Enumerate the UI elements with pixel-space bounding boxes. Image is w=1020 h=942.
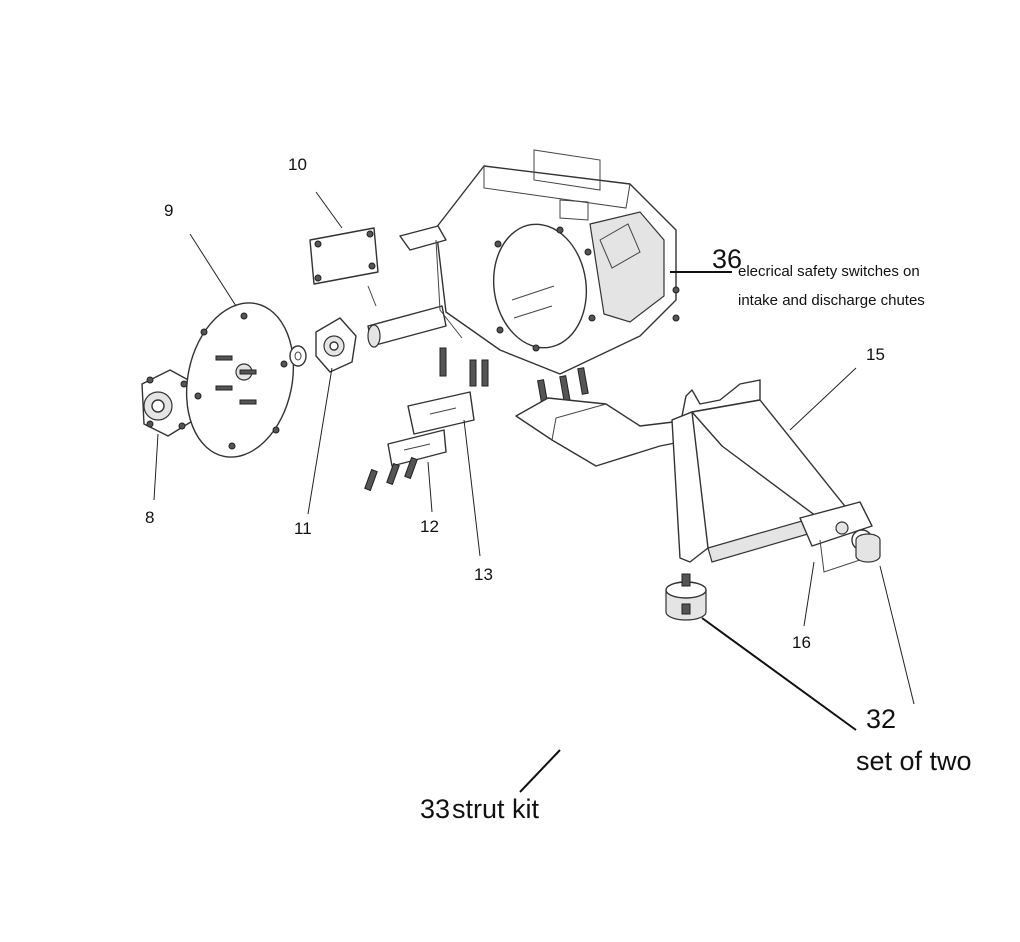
- lower-chute: [515, 397, 691, 467]
- part-8-bearing-flange: [141, 369, 195, 437]
- callout-9: 9: [164, 201, 173, 220]
- part-9-disc-plate: [185, 302, 295, 458]
- loose-bolts: [364, 456, 418, 492]
- callout-36: 36: [712, 244, 742, 274]
- main-housing: [399, 149, 680, 375]
- callout-13: 13: [474, 565, 493, 584]
- callout-36-note-line1: elecrical safety switches on: [738, 263, 920, 280]
- drive-shaft: [367, 305, 447, 348]
- part-13-bracket: [407, 391, 475, 435]
- callout-16: 16: [792, 633, 811, 652]
- callout-33: 33: [420, 794, 450, 824]
- part-32-rubber-feet: [665, 533, 881, 621]
- callout-32: 32: [866, 704, 896, 734]
- callout-33-note: strut kit: [452, 794, 540, 824]
- callout-10: 10: [288, 155, 307, 174]
- housing-bolts: [439, 347, 589, 409]
- callout-36-note-line2: intake and discharge chutes: [738, 292, 925, 309]
- washer: [289, 345, 307, 367]
- part-11-hub-bearing: [315, 317, 357, 373]
- leader-lines: [153, 191, 915, 793]
- part-15-a-frame-stand: [671, 379, 873, 573]
- callout-8: 8: [145, 508, 154, 527]
- callout-15: 15: [866, 345, 885, 364]
- part-12-bracket: [387, 429, 447, 467]
- callout-11: 11: [294, 519, 312, 538]
- part-10-mounting-plate: [309, 227, 379, 307]
- callout-12: 12: [420, 517, 439, 536]
- callout-32-note: set of two: [856, 746, 972, 776]
